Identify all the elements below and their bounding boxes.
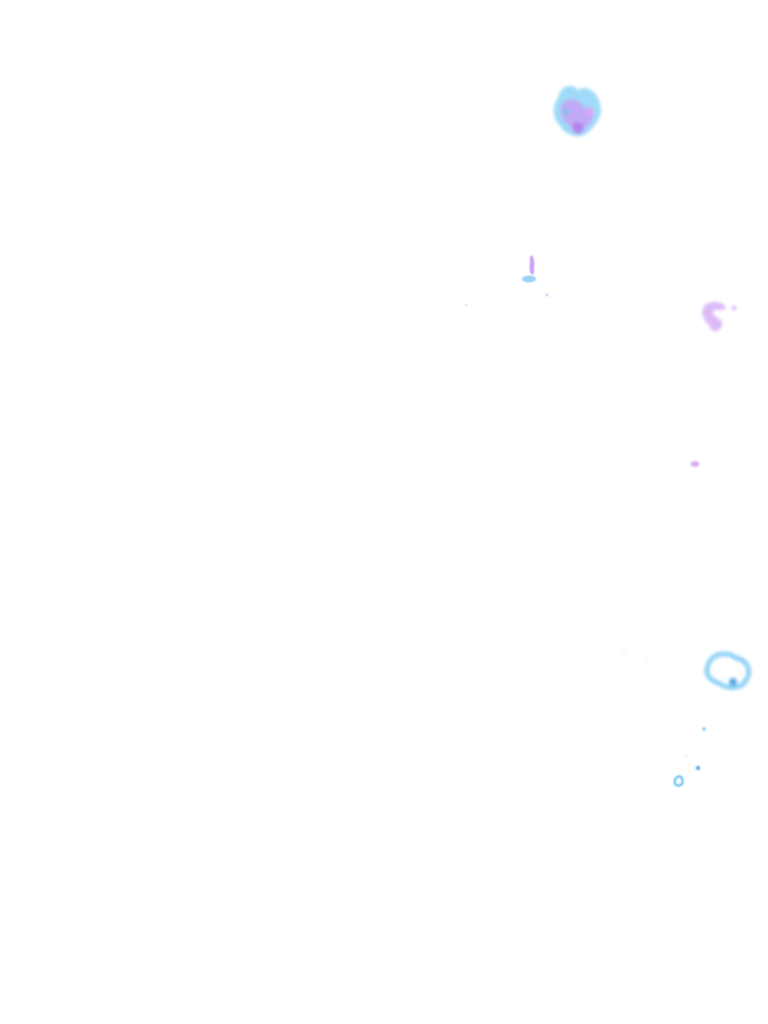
ring-spot (729, 678, 737, 686)
drip-dot (465, 304, 467, 306)
drip-stem (529, 255, 535, 275)
droplet (702, 727, 706, 731)
droplet (685, 755, 687, 757)
ring-splash (623, 651, 752, 690)
small-drip-splash (465, 255, 549, 306)
drip-dot (545, 293, 549, 297)
droplet (695, 765, 701, 771)
small-dot (690, 461, 700, 467)
droplet-hook (673, 775, 684, 787)
curl-splash (702, 301, 737, 332)
ring-spot (714, 656, 718, 660)
splash-spot (572, 122, 584, 134)
splash-spot (586, 108, 594, 116)
ring-fleck (623, 653, 625, 655)
curl-dot (731, 305, 737, 311)
watercolor-splash-cluster (553, 85, 602, 137)
splash-blob-violet (560, 99, 594, 131)
curl-shape (702, 301, 726, 332)
violet-dot (690, 461, 700, 467)
ring-outer (704, 651, 752, 690)
drip-pool (522, 275, 536, 283)
splash-spot (562, 108, 570, 116)
ring-fleck (646, 658, 648, 660)
droplets (673, 727, 706, 787)
